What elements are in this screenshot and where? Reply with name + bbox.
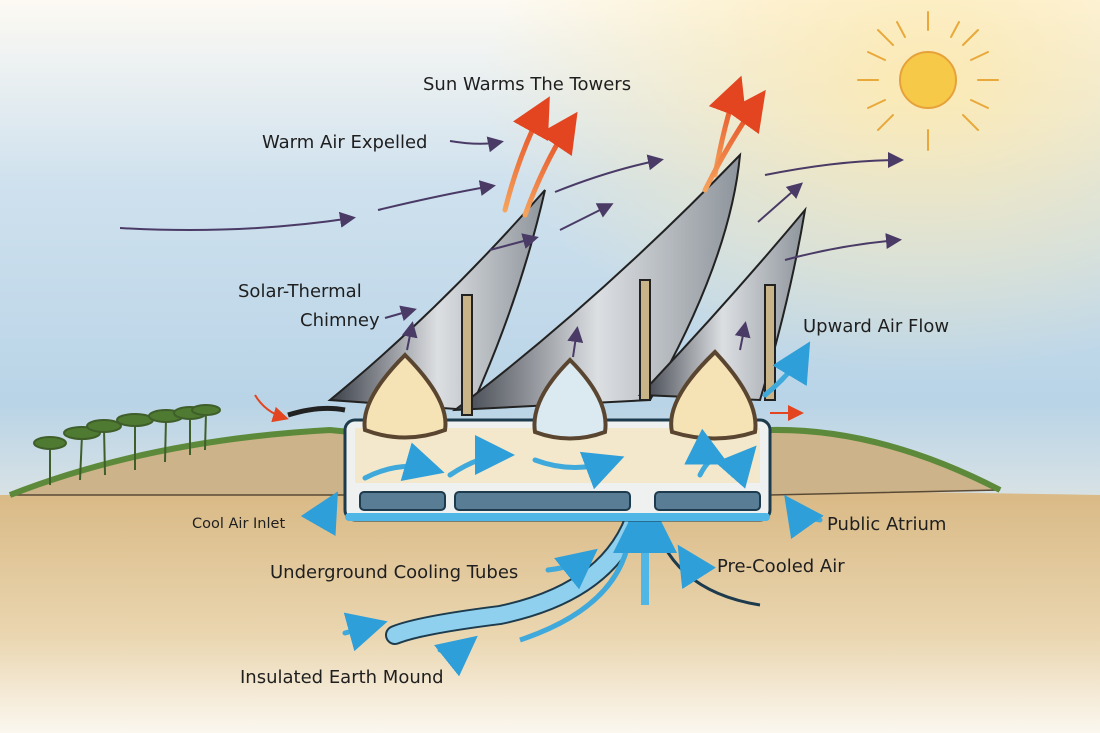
- label-warm-air-expelled: Warm Air Expelled: [262, 132, 427, 153]
- solar-thermal-chimney-towers: [287, 152, 807, 418]
- label-sun-warms-towers: Sun Warms The Towers: [423, 74, 631, 95]
- warm-air-arrows: [502, 75, 766, 218]
- side-inflow-arrows: [254, 394, 804, 423]
- cool-air-arrows: [300, 341, 824, 677]
- label-cool-air-inlet: Cool Air Inlet: [192, 516, 285, 532]
- pod-center: [532, 357, 608, 441]
- label-pre-cooled-air: Pre-Cooled Air: [717, 556, 845, 577]
- sun-icon: [857, 11, 999, 151]
- palm-trees: [33, 404, 221, 485]
- underground-cooling-tubes: [385, 489, 761, 645]
- label-underground-cooling-tubes: Underground Cooling Tubes: [270, 562, 518, 583]
- wind-arrows: [119, 136, 904, 321]
- tower-center: [451, 152, 742, 412]
- label-insulated-earth-mound: Insulated Earth Mound: [240, 667, 444, 688]
- right-mound-grass: [769, 426, 1002, 493]
- sand-ground: [0, 490, 1100, 733]
- label-public-atrium: Public Atrium: [827, 514, 946, 535]
- pod-left: [362, 352, 448, 440]
- label-chimney: Chimney: [300, 310, 380, 331]
- label-solar-thermal: Solar-Thermal: [238, 281, 362, 302]
- label-upward-air-flow: Upward Air Flow: [803, 316, 949, 337]
- occupied-pods: [362, 349, 758, 441]
- tower-left: [327, 189, 546, 412]
- upward-flow-arrows: [401, 321, 751, 358]
